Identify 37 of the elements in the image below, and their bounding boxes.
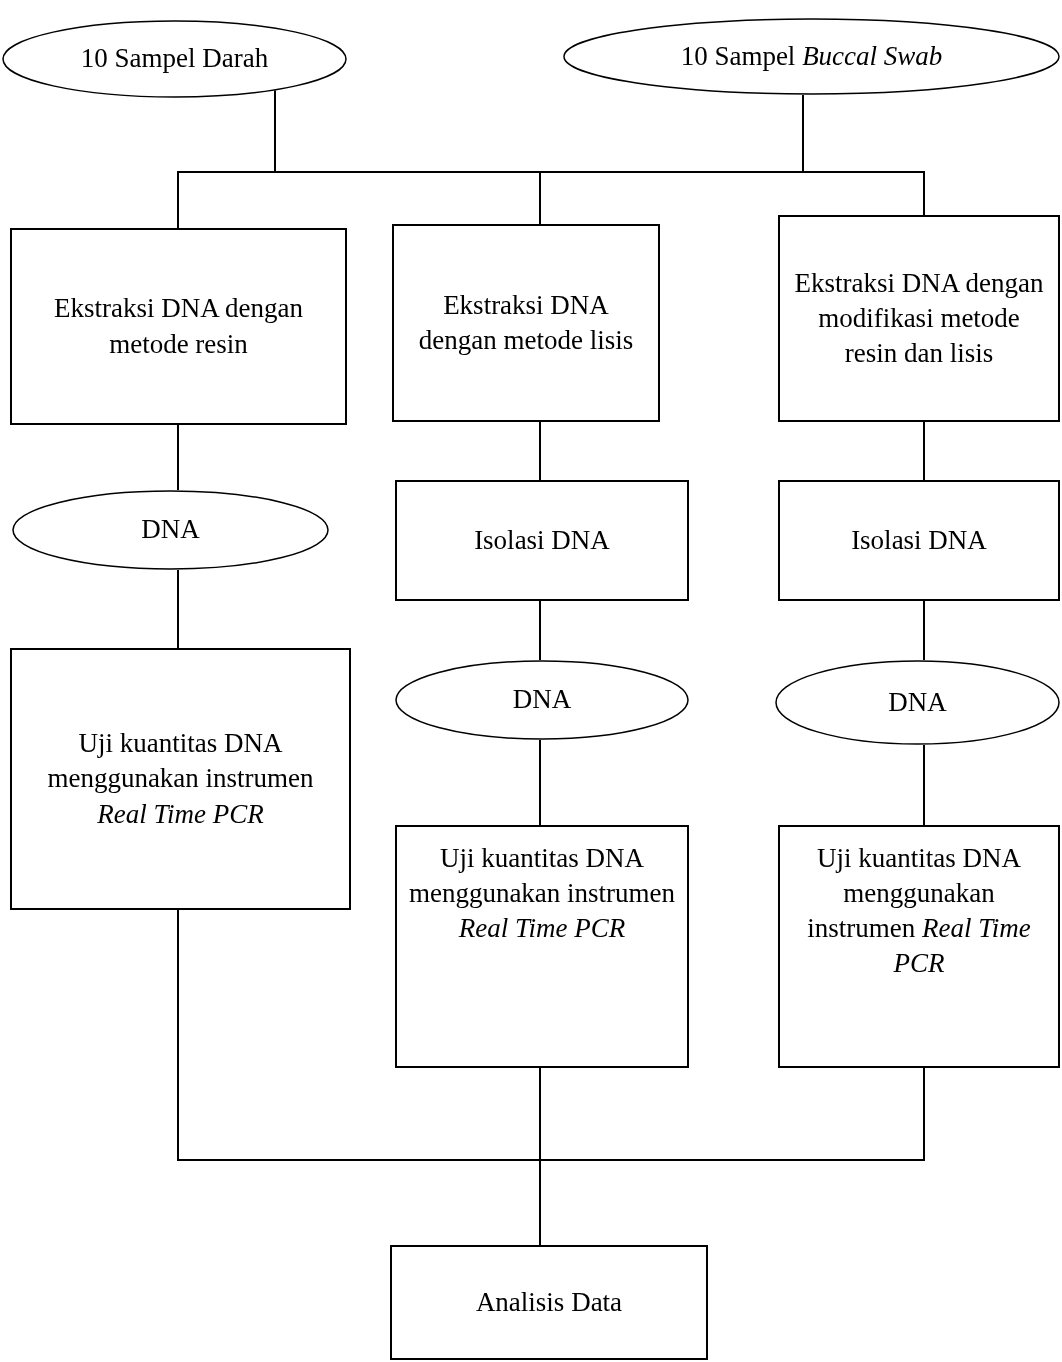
node-label: Uji kuantitas DNA menggunakan instrumen Real Time PCR [46, 727, 315, 831]
node-label: Ekstraksi DNA dengan modifikasi metode resin dan lisis [793, 266, 1045, 371]
connector-line [177, 568, 179, 649]
node-label: DNA [887, 685, 948, 719]
process-box [395, 480, 689, 601]
node-label: Isolasi DNA [850, 523, 988, 557]
process-box [778, 480, 1060, 601]
connector-line [923, 743, 925, 826]
node-label: Uji kuantitas DNA menggunakan instrumen Real Time PCR [806, 842, 1032, 981]
process-box [390, 1245, 708, 1360]
data-ellipse [563, 18, 1060, 95]
data-ellipse [12, 490, 329, 570]
process-box [392, 224, 660, 422]
node-label: Uji kuantitas DNA menggunakan instrumen Real Time PCR [407, 842, 677, 946]
connector-line [802, 94, 925, 216]
data-ellipse [2, 20, 347, 98]
process-box [778, 215, 1060, 422]
connector-line [177, 424, 179, 492]
node-label: Analisis Data [474, 1285, 624, 1319]
node-label: 10 Sampel Buccal Swab [679, 39, 944, 73]
node-label: 10 Sampel Darah [79, 42, 270, 76]
connector-line [539, 600, 541, 661]
process-box [10, 648, 351, 910]
connector-line [923, 600, 925, 662]
connector-line [923, 421, 925, 481]
node-label: Ekstraksi DNA dengan metode lisis [417, 288, 635, 357]
process-box [778, 825, 1060, 1068]
node-label: DNA [511, 683, 573, 717]
process-box [10, 228, 347, 425]
node-label: DNA [140, 513, 201, 547]
node-label: Isolasi DNA [473, 523, 611, 557]
process-box [395, 825, 689, 1068]
connector-line [539, 739, 541, 826]
data-ellipse [775, 660, 1060, 745]
node-label: Ekstraksi DNA dengan metode resin [53, 292, 304, 361]
data-ellipse [395, 660, 689, 740]
connector-line [539, 421, 541, 481]
